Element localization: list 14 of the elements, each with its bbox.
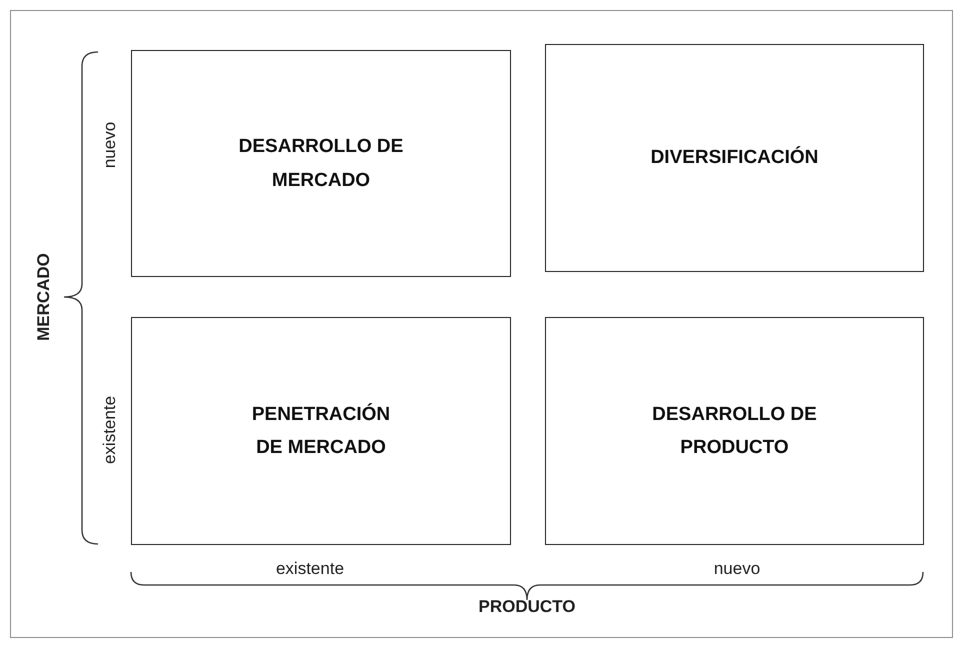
axis-label: existente xyxy=(276,559,344,579)
strategy-title: DESARROLLO DE PRODUCTO xyxy=(652,402,817,460)
strategy-title: DIVERSIFICACIÓN xyxy=(650,145,818,170)
strategy-title: PENETRACIÓN DE MERCADO xyxy=(250,402,392,460)
strategy-box xyxy=(545,317,924,545)
axis-label: nuevo xyxy=(100,122,120,168)
axis-label: existente xyxy=(100,396,120,464)
axis-label: nuevo xyxy=(714,559,760,579)
strategy-box xyxy=(545,44,924,272)
strategy-box xyxy=(131,50,511,277)
axis-title: MERCADO xyxy=(34,253,54,341)
strategy-box xyxy=(131,317,511,545)
axis-title: PRODUCTO xyxy=(478,597,576,617)
strategy-title: DESARROLLO DE MERCADO xyxy=(238,135,404,192)
